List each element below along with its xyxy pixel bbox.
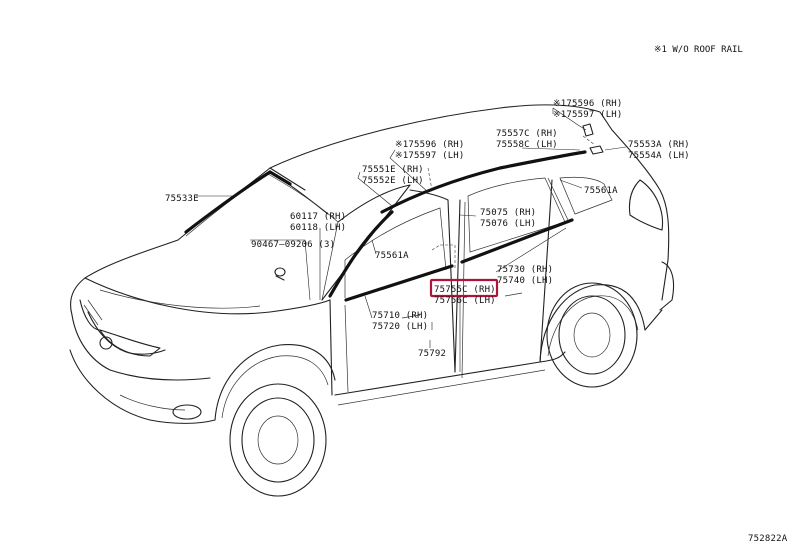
- label-90467[interactable]: 90467–09206 (3): [251, 240, 335, 250]
- label-175596-rh-mid[interactable]: ※175596 (RH): [395, 140, 465, 150]
- label-75533e[interactable]: 75533E: [165, 194, 199, 204]
- car-outline: [69, 104, 675, 497]
- figure-code: 752822A: [748, 534, 788, 544]
- label-75076[interactable]: 75076 (LH): [480, 219, 536, 229]
- label-75552e[interactable]: 75552E (LH): [362, 176, 424, 186]
- label-75756c[interactable]: 75756C (LH): [434, 296, 496, 306]
- label-75730[interactable]: 75730 (RH): [497, 265, 553, 275]
- note-roof-rail: ※1 W/O ROOF RAIL: [654, 45, 743, 55]
- label-75558c[interactable]: 75558C (LH): [496, 140, 558, 150]
- label-75557c[interactable]: 75557C (RH): [496, 129, 558, 139]
- label-75561a-left[interactable]: 75561A: [375, 251, 409, 261]
- part-labels: ※1 W/O ROOF RAIL ※175596 (RH) ※175597 (L…: [165, 45, 788, 544]
- label-75553a[interactable]: 75553A (RH): [628, 140, 690, 150]
- moldings: [184, 123, 604, 302]
- label-175596-rh-top[interactable]: ※175596 (RH): [553, 99, 623, 109]
- label-75561a-right[interactable]: 75561A: [584, 186, 618, 196]
- label-75755c[interactable]: 75755C (RH): [434, 285, 496, 295]
- label-75740[interactable]: 75740 (LH): [497, 276, 553, 286]
- label-175597-lh-mid[interactable]: ※175597 (LH): [395, 151, 465, 161]
- front-door-belt-molding: [344, 264, 454, 302]
- roof-drip-molding: [380, 150, 587, 214]
- label-75554a[interactable]: 75554A (LH): [628, 151, 690, 161]
- a-pillar-molding: [328, 210, 394, 298]
- label-75792[interactable]: 75792: [418, 349, 446, 359]
- selected-part-highlight[interactable]: [429, 278, 499, 298]
- label-75551e[interactable]: 75551E (RH): [362, 165, 424, 175]
- label-60117[interactable]: 60117 (RH): [290, 212, 346, 222]
- label-60118[interactable]: 60118 (LH): [290, 223, 346, 233]
- rear-door-belt-molding: [460, 218, 574, 264]
- label-75710[interactable]: 75710 (RH): [372, 311, 428, 321]
- clip-icon: [274, 267, 286, 281]
- label-175597-lh-top[interactable]: ※175597 (LH): [553, 110, 623, 120]
- windshield-molding-75533e: [184, 170, 292, 234]
- label-75075[interactable]: 75075 (RH): [480, 208, 536, 218]
- leader-lines: [196, 107, 627, 372]
- label-75720[interactable]: 75720 (LH): [372, 322, 428, 332]
